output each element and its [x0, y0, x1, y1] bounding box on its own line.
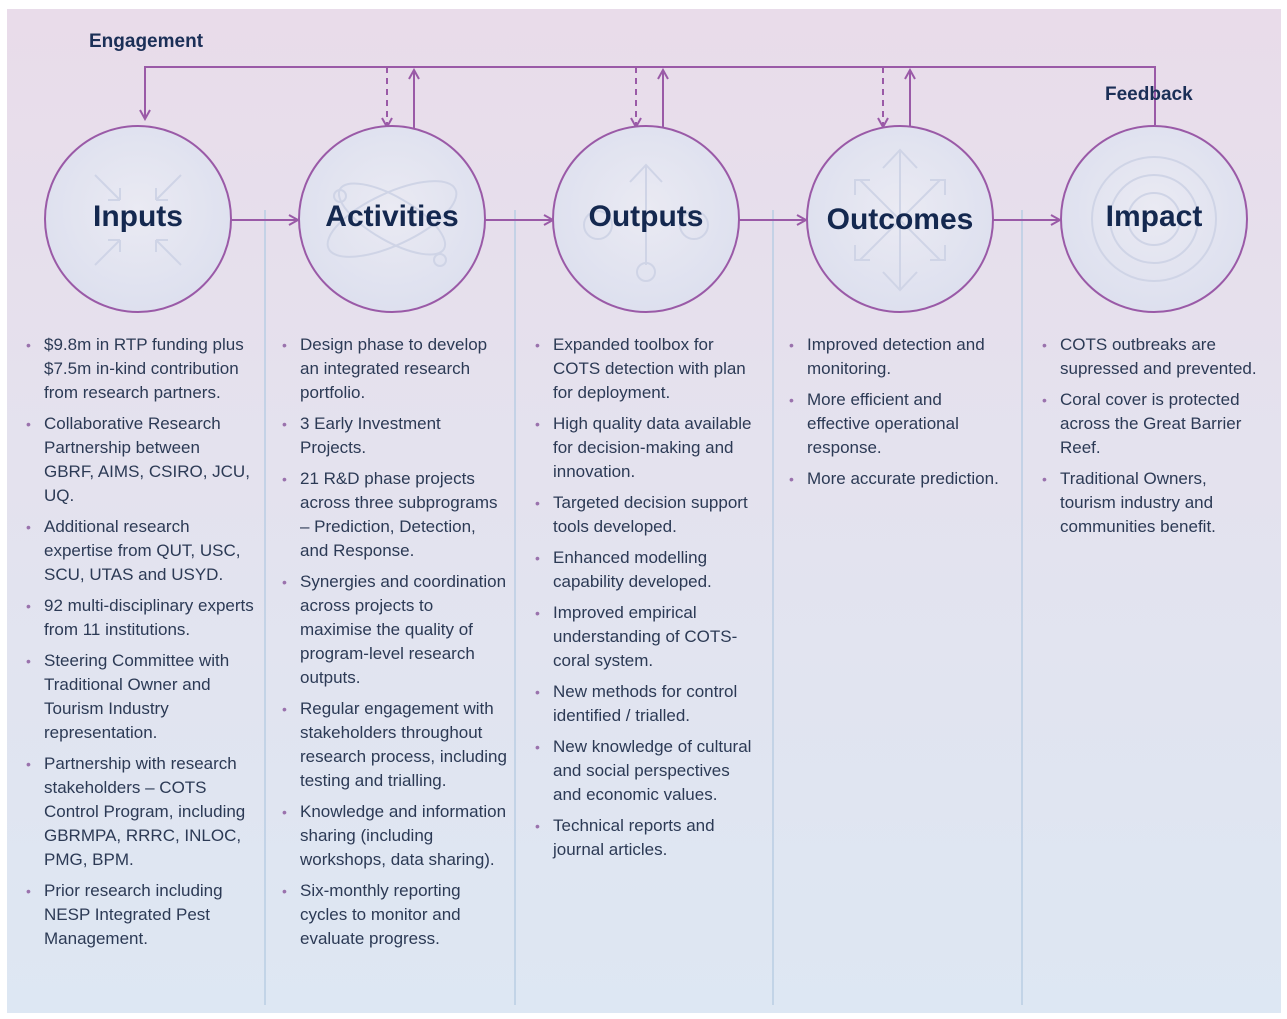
- outcomes-list: Improved detection and monitoring. More …: [789, 333, 999, 491]
- activities-list: Design phase to develop an integrated re…: [282, 333, 508, 951]
- list-item: 21 R&D phase projects across three subpr…: [282, 467, 508, 563]
- list-item: Prior research including NESP Integrated…: [26, 879, 254, 951]
- list-item: $9.8m in RTP funding plus $7.5m in-kind …: [26, 333, 254, 405]
- list-item: New methods for control identified / tri…: [535, 680, 760, 728]
- list-item: Knowledge and information sharing (inclu…: [282, 800, 508, 872]
- list-item: Collaborative Research Partnership betwe…: [26, 412, 254, 508]
- outputs-list: Expanded toolbox for COTS detection with…: [535, 333, 760, 862]
- feedback-loop-line: [145, 66, 1156, 125]
- list-item: Partnership with research stakeholders –…: [26, 752, 254, 872]
- list-item: Synergies and coordination across projec…: [282, 570, 508, 690]
- stage-title-outputs: Outputs: [588, 200, 704, 233]
- outputs-column: Expanded toolbox for COTS detection with…: [535, 333, 760, 869]
- list-item: More accurate prediction.: [789, 467, 999, 491]
- impact-circle: [1060, 125, 1248, 313]
- outcomes-column: Improved detection and monitoring. More …: [789, 333, 999, 498]
- column-dividers: [264, 210, 1023, 1005]
- engagement-label: Engagement: [89, 31, 204, 52]
- list-item: Additional research expertise from QUT, …: [26, 515, 254, 587]
- impact-list: COTS outbreaks are supressed and prevent…: [1042, 333, 1264, 539]
- atom-orbit-icon: [326, 180, 458, 267]
- list-item: Traditional Owners, tourism industry and…: [1042, 467, 1264, 539]
- impact-column: COTS outbreaks are supressed and prevent…: [1042, 333, 1264, 546]
- list-item: Six-monthly reporting cycles to monitor …: [282, 879, 508, 951]
- list-item: Improved detection and monitoring.: [789, 333, 999, 381]
- stage-title-impact: Impact: [1105, 200, 1203, 233]
- list-item: 92 multi-disciplinary experts from 11 in…: [26, 594, 254, 642]
- converging-arrows-icon: [94, 174, 182, 266]
- concentric-rings-icon: [1091, 156, 1217, 282]
- upward-arrow-icon: [583, 163, 709, 282]
- list-item: Enhanced modelling capability developed.: [535, 546, 760, 594]
- list-item: COTS outbreaks are supressed and prevent…: [1042, 333, 1264, 381]
- stage-title-activities: Activities: [325, 200, 459, 233]
- list-item: Design phase to develop an integrated re…: [282, 333, 508, 405]
- list-item: Steering Committee with Traditional Owne…: [26, 649, 254, 745]
- stage-title-inputs: Inputs: [93, 200, 183, 233]
- inputs-circle: [44, 125, 232, 313]
- feedback-loop: [145, 66, 1156, 128]
- activities-column: Design phase to develop an integrated re…: [282, 333, 508, 958]
- list-item: More efficient and effective operational…: [789, 388, 999, 460]
- list-item: Expanded toolbox for COTS detection with…: [535, 333, 760, 405]
- stage-title-outcomes: Outcomes: [826, 203, 974, 236]
- inputs-column: $9.8m in RTP funding plus $7.5m in-kind …: [26, 333, 254, 958]
- list-item: Coral cover is protected across the Grea…: [1042, 388, 1264, 460]
- inputs-list: $9.8m in RTP funding plus $7.5m in-kind …: [26, 333, 254, 951]
- stage-circles: [44, 125, 1248, 313]
- feedback-label: Feedback: [1105, 84, 1193, 105]
- list-item: Targeted decision support tools develope…: [535, 491, 760, 539]
- list-item: 3 Early Investment Projects.: [282, 412, 508, 460]
- list-item: Improved empirical understanding of COTS…: [535, 601, 760, 673]
- list-item: Technical reports and journal articles.: [535, 814, 760, 862]
- list-item: High quality data available for decision…: [535, 412, 760, 484]
- list-item: Regular engagement with stakeholders thr…: [282, 697, 508, 793]
- list-item: New knowledge of cultural and social per…: [535, 735, 760, 807]
- expanding-arrows-icon: [854, 148, 946, 292]
